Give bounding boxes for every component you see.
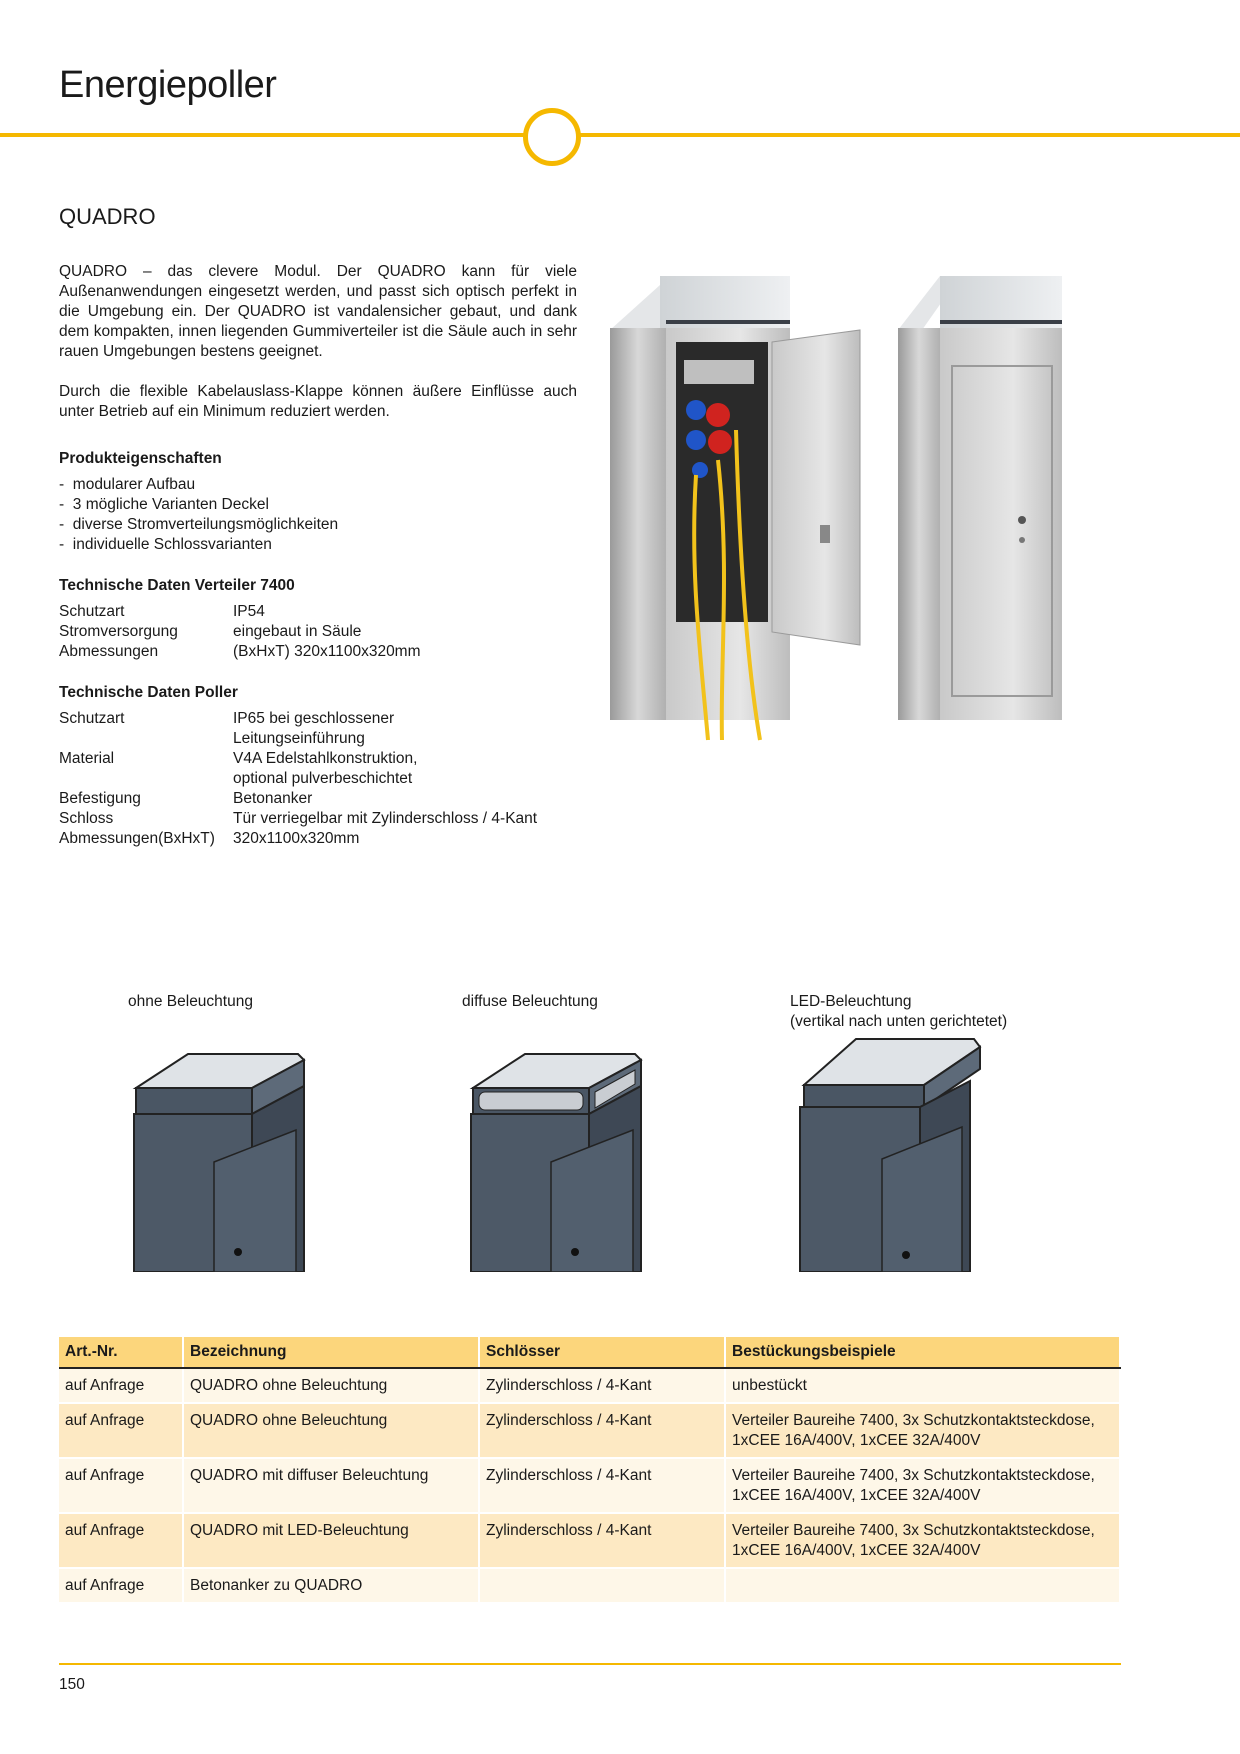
variant-label: LED-Beleuchtung(vertikal nach unten geri… (790, 993, 1008, 1030)
spec-key: Abmessungen(BxHxT) (59, 830, 215, 847)
list-item: 3 mögliche Varianten Deckel (59, 495, 338, 515)
table-row: auf Anfrage QUADRO mit diffuser Beleucht… (59, 1457, 1121, 1513)
cell-lock: Zylinderschloss / 4-Kant (479, 1512, 726, 1568)
tech-verteiler-table: Schutzart IP54 Stromversorgung eingebaut i… (59, 602, 421, 662)
table-header-row: Art.-Nr. Bezeichnung Schlösser Bestückun… (59, 1337, 1121, 1369)
article-table: Art.-Nr. Bezeichnung Schlösser Bestückun… (59, 1337, 1121, 1602)
spec-key: Stromversorgung (59, 623, 178, 640)
cell-equip: Verteiler Baureihe 7400, 3x Schutzkontak… (725, 1512, 1121, 1568)
list-item: individuelle Schlossvarianten (59, 535, 338, 555)
cell-lock: Zylinderschloss / 4-Kant (479, 1457, 726, 1513)
variant-label: ohne Beleuchtung (128, 993, 253, 1010)
spec-key: Befestigung (59, 790, 141, 807)
variant-label: diffuse Beleuchtung (462, 993, 598, 1010)
spec-value: Betonanker (233, 790, 313, 807)
variant-image-diffuse-beleuchtung (469, 1053, 643, 1272)
spec-row: Stromversorgung eingebaut in Säule (59, 622, 421, 642)
cell-lock: Zylinderschloss / 4-Kant (479, 1367, 726, 1403)
spec-value: (BxHxT) 320x1100x320mm (233, 643, 421, 660)
header-circle-ornament (523, 108, 581, 166)
column-header: Bezeichnung (183, 1337, 480, 1369)
spec-value: 320x1100x320mm (233, 830, 360, 847)
product-name: QUADRO (59, 204, 156, 229)
intro-paragraph: QUADRO – das clevere Modul. Der QUADRO k… (59, 263, 577, 360)
table-row: auf Anfrage Betonanker zu QUADRO (59, 1567, 1121, 1602)
spec-row: Befestigung Betonanker (59, 789, 537, 809)
page-number: 150 (59, 1676, 85, 1693)
spec-key: Material (59, 750, 115, 767)
intro-paragraph: Durch die flexible Kabelauslass-Klappe k… (59, 383, 577, 420)
page-title: Energiepoller (59, 64, 277, 106)
column-header: Art.-Nr. (59, 1337, 184, 1369)
spec-row: Abmessungen (BxHxT) 320x1100x320mm (59, 642, 421, 662)
spec-value: eingebaut in Säule (233, 623, 362, 640)
cell-name: QUADRO ohne Beleuchtung (183, 1367, 480, 1403)
tech-verteiler-heading: Technische Daten Verteiler 7400 (59, 577, 295, 594)
list-item: modularer Aufbau (59, 475, 338, 495)
cell-name: QUADRO mit LED-Beleuchtung (183, 1512, 480, 1568)
spec-key: Schutzart (59, 603, 125, 620)
spec-key: Schutzart (59, 710, 125, 727)
spec-row: Abmessungen(BxHxT) 320x1100x320mm (59, 829, 537, 849)
cell-art: auf Anfrage (59, 1567, 184, 1602)
cell-equip: Verteiler Baureihe 7400, 3x Schutzkontak… (725, 1402, 1121, 1458)
product-photo-quadro (610, 276, 1062, 741)
table-row: auf Anfrage QUADRO ohne Beleuchtung Zyli… (59, 1367, 1121, 1403)
cell-name: Betonanker zu QUADRO (183, 1567, 480, 1602)
variant-image-ohne-beleuchtung (132, 1053, 306, 1272)
table-row: auf Anfrage QUADRO mit LED-Beleuchtung Z… (59, 1512, 1121, 1568)
cell-art: auf Anfrage (59, 1512, 184, 1568)
cell-art: auf Anfrage (59, 1402, 184, 1458)
tech-poller-heading: Technische Daten Poller (59, 684, 238, 701)
cell-name: QUADRO ohne Beleuchtung (183, 1402, 480, 1458)
cell-lock (479, 1567, 726, 1602)
cell-art: auf Anfrage (59, 1367, 184, 1403)
cell-lock: Zylinderschloss / 4-Kant (479, 1402, 726, 1458)
spec-value: IP54 (233, 603, 265, 620)
cell-equip: unbestückt (725, 1367, 1121, 1403)
properties-list: modularer Aufbau 3 mögliche Varianten De… (59, 475, 338, 555)
spec-row: Schutzart IP54 (59, 602, 421, 622)
column-header: Schlösser (479, 1337, 726, 1369)
spec-key: Schloss (59, 810, 114, 827)
footer-rule (59, 1663, 1121, 1665)
properties-heading: Produkteigenschaften (59, 450, 222, 467)
spec-row: Schloss Tür verriegelbar mit Zylinderschl… (59, 809, 537, 829)
cell-equip: Verteiler Baureihe 7400, 3x Schutzkontak… (725, 1457, 1121, 1513)
cell-name: QUADRO mit diffuser Beleuchtung (183, 1457, 480, 1513)
cell-equip (725, 1567, 1121, 1602)
spec-value: Tür verriegelbar mit Zylinderschloss / 4… (233, 810, 538, 827)
spec-value: V4A Edelstahlkonstruktion,optional pulve… (233, 750, 418, 787)
column-header: Bestückungsbeispiele (725, 1337, 1121, 1369)
cell-art: auf Anfrage (59, 1457, 184, 1513)
spec-key: Abmessungen (59, 643, 159, 660)
list-item: diverse Stromverteilungsmöglichkeiten (59, 515, 338, 535)
spec-row: Material V4A Edelstahlkonstruktion,option… (59, 749, 537, 789)
table-row: auf Anfrage QUADRO ohne Beleuchtung Zyli… (59, 1402, 1121, 1458)
variant-image-led-beleuchtung (799, 1038, 982, 1272)
header-rule (0, 133, 1240, 137)
